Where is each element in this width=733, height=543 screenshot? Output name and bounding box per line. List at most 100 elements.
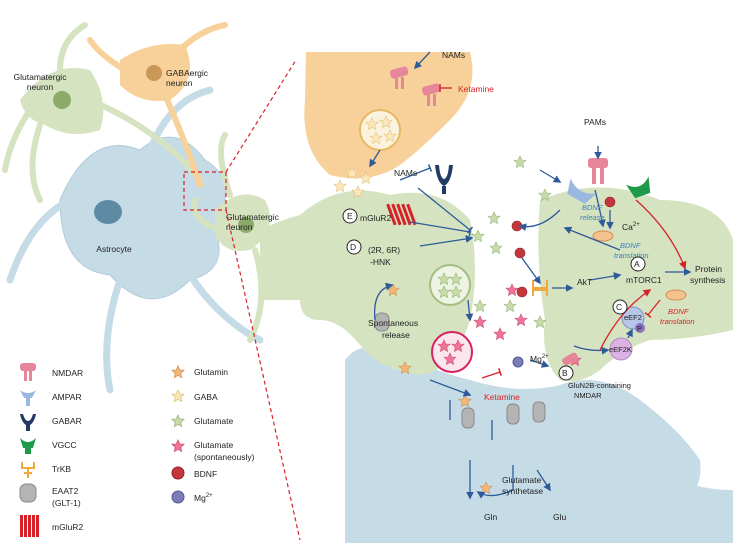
label-glun2b-2: NMDAR <box>574 391 602 400</box>
marker-e <box>342 208 358 224</box>
legend-mg: Mg2+ <box>194 493 213 503</box>
synapse-panel: NAMs Ketamine PAMs NAMs E mGluR2 D (2R, … <box>260 50 733 543</box>
label-mg2: Mg2+ <box>530 354 549 364</box>
nmdar-postsynaptic <box>588 158 608 184</box>
label-gln: Gln <box>484 512 498 522</box>
mglur2-presynaptic <box>386 203 417 226</box>
gaba-icon <box>171 389 185 402</box>
legend-glutamate: Glutamate <box>194 416 233 426</box>
label-nams-top: NAMs <box>442 50 465 60</box>
legend-glutamin: Glutamin <box>194 367 228 377</box>
marker-d <box>346 239 362 255</box>
marker-c <box>612 299 628 315</box>
nmdar-gaba-terminal <box>389 66 441 106</box>
bdnf-icon <box>171 466 185 480</box>
glutamate-icon <box>171 414 185 427</box>
ribosome-bdnf <box>592 230 614 242</box>
trkb-postsynaptic <box>532 280 548 296</box>
postsynaptic-neuron <box>538 187 733 382</box>
astrocyte-label: Astrocyte <box>96 244 132 254</box>
label-akt: AkT <box>577 277 592 287</box>
glun2b-nmdar <box>562 352 578 366</box>
label-mtorc1: mTORC1 <box>626 275 662 285</box>
label-bdnf-translation-red-2: translation <box>660 317 695 326</box>
label-glutamate-synthetase-2: synthetase <box>502 486 543 496</box>
legend: NMDAR AMPAR GABAR VGCC TrKB EAAT2 <box>19 363 255 537</box>
mg-icon <box>171 490 185 504</box>
legend-eaat2-sub: (GLT-1) <box>52 498 81 508</box>
legend-gaba: GABA <box>194 392 218 402</box>
label-line: neuron <box>226 222 253 232</box>
label-spontaneous-1: Spontaneous <box>368 318 418 328</box>
nmdar-icon <box>20 363 36 381</box>
svg-text:A: A <box>634 259 640 269</box>
label-spontaneous-2: release <box>382 330 410 340</box>
marker-a <box>630 256 646 272</box>
svg-text:B: B <box>562 368 568 378</box>
eaat2-icon <box>19 483 37 503</box>
trkb-icon <box>21 462 35 478</box>
legend-nmdar: NMDAR <box>52 368 83 378</box>
glutamin-icon <box>171 365 185 378</box>
legend-trkb: TrKB <box>52 464 71 474</box>
legend-glutamate-spont-sub: (spontaneously) <box>194 452 255 462</box>
svg-text:D: D <box>350 242 356 252</box>
gaba-vesicle <box>359 109 401 151</box>
eaat2-astrocyte <box>461 401 546 429</box>
legend-bdnf: BDNF <box>194 469 217 479</box>
legend-mglur2: mGluR2 <box>52 522 83 532</box>
zoom-box <box>183 171 227 211</box>
eaat2-presynaptic <box>374 312 390 332</box>
label-glutamate-synthetase-1: Glutamate <box>502 475 541 485</box>
mg-ion <box>512 356 524 368</box>
eef2k <box>609 337 633 361</box>
legend-eaat2: EAAT2 <box>52 486 79 496</box>
label-protein-2: synthesis <box>690 275 725 285</box>
svg-text:E: E <box>347 211 353 221</box>
glutamate-spontaneous-icon <box>171 439 185 452</box>
marker-b <box>558 365 574 381</box>
spontaneous-vesicle <box>431 331 473 373</box>
svg-text:C: C <box>616 302 622 312</box>
label-ca2: Ca2+ <box>622 222 640 232</box>
legend-vgcc: VGCC <box>52 440 77 450</box>
ribosome-protein <box>665 289 687 301</box>
astrocyte-nucleus <box>94 200 122 224</box>
label-pams: PAMs <box>584 117 606 127</box>
gabar-presynaptic <box>435 165 453 194</box>
label-ketamine-top: Ketamine <box>458 84 494 94</box>
label-p: P <box>637 324 642 333</box>
legend-glutamate-spont: Glutamate <box>194 440 233 450</box>
label-eef2: eEF2 <box>624 313 642 322</box>
label-bdnf-release-2: release <box>580 213 605 222</box>
label-mglur2: mGluR2 <box>360 213 391 223</box>
label-bdnf-translation-1: BDNF <box>620 241 641 250</box>
phospho-p <box>635 323 645 333</box>
ampar-icon <box>20 390 36 406</box>
vgcc-icon <box>20 438 36 454</box>
label-bdnf-translation-red-1: BDNF <box>668 307 689 316</box>
label-nams-mid: NAMs <box>394 168 417 178</box>
gabar-icon <box>20 414 36 431</box>
label-bdnf-translation-2: translation <box>614 251 649 260</box>
legend-gabar: GABAR <box>52 416 82 426</box>
label-hnk-1: (2R, 6R) <box>368 245 400 255</box>
label-bdnf-release-1: BDNF <box>582 203 603 212</box>
label-line: neuron <box>166 78 193 88</box>
label-line: neuron <box>27 82 54 92</box>
label-glun2b-1: GluN2B-containing <box>568 381 631 390</box>
label-glu: Glu <box>553 512 567 522</box>
mglur2-icon <box>20 515 39 537</box>
vgcc-postsynaptic <box>625 176 651 199</box>
glutamate-vesicle <box>429 264 471 306</box>
label-eef2k: eEF2K <box>609 345 632 354</box>
legend-ampar: AMPAR <box>52 392 82 402</box>
label-ketamine-bottom: Ketamine <box>484 392 520 402</box>
label-protein-1: Protein <box>695 264 722 274</box>
ampar-postsynaptic <box>567 178 597 204</box>
